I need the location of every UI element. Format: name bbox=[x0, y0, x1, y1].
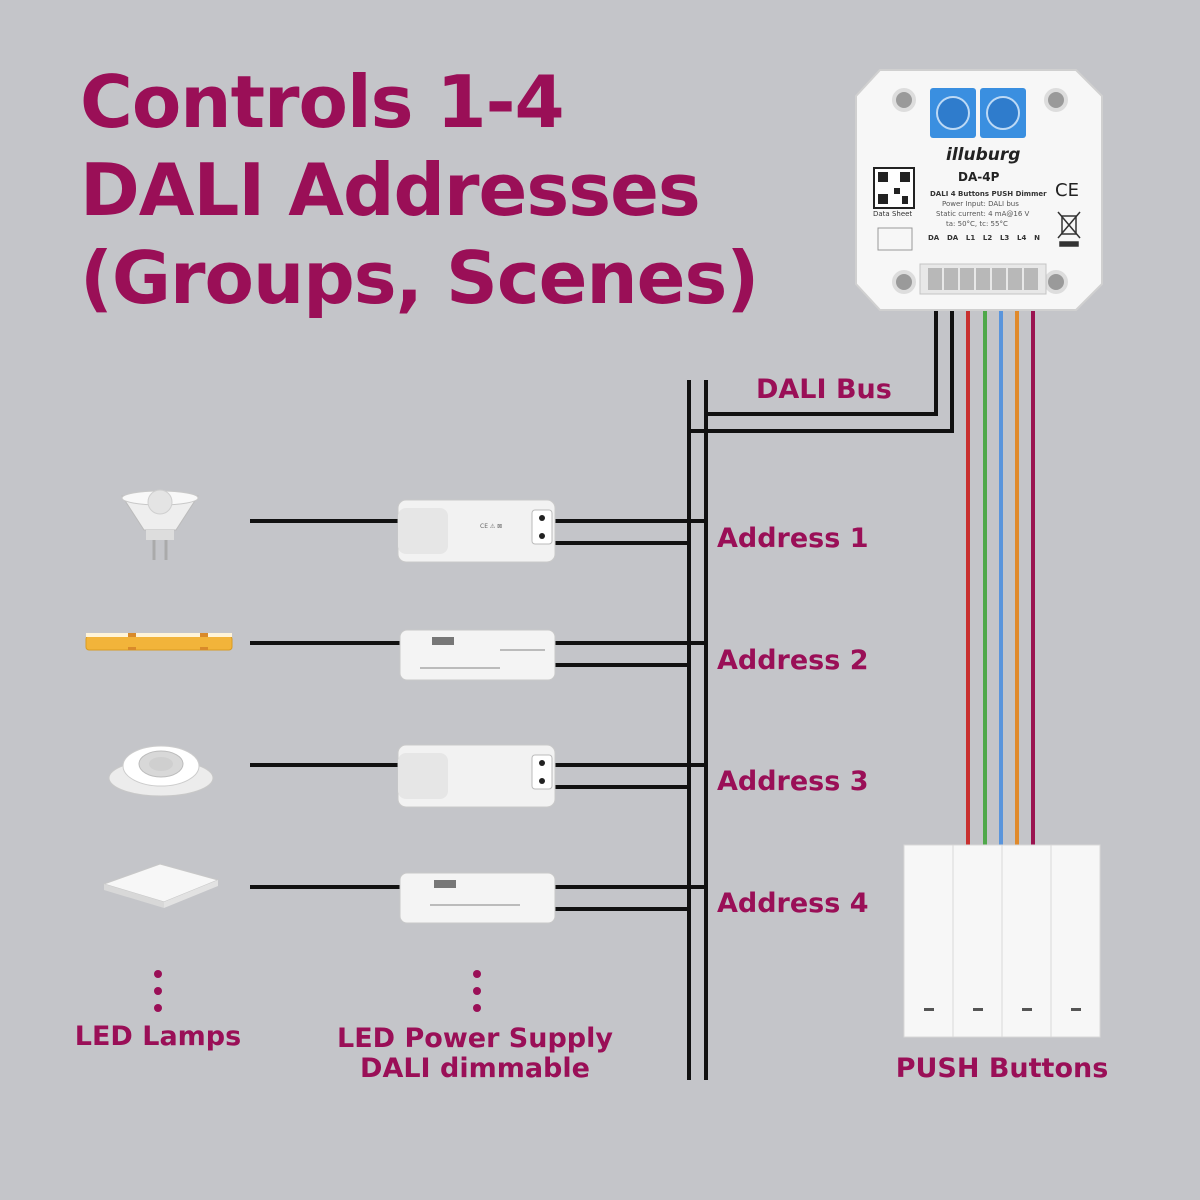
address-2-label: Address 2 bbox=[717, 645, 869, 676]
led-lamps-caption: LED Lamps bbox=[74, 1021, 242, 1052]
screw-hole-icon bbox=[1044, 88, 1068, 112]
module-temps: ta: 50°C, tc: 55°C bbox=[946, 220, 1008, 228]
address-1-label: Address 1 bbox=[717, 523, 869, 554]
module-model: DA-4P bbox=[958, 170, 1000, 184]
address-3-label: Address 3 bbox=[717, 766, 869, 797]
module-data-sheet: Data Sheet bbox=[873, 210, 913, 218]
address-4-label: Address 4 bbox=[717, 888, 869, 919]
psu-3 bbox=[397, 744, 556, 808]
downlight-icon bbox=[108, 745, 214, 797]
bus-wire-2 bbox=[689, 300, 954, 433]
push-button-2 bbox=[952, 844, 1003, 1038]
weee-bin-icon bbox=[1057, 211, 1081, 247]
psu-4 bbox=[399, 872, 556, 924]
dali-module-da4p bbox=[855, 69, 1103, 311]
screw-hole-icon bbox=[892, 270, 916, 294]
module-power-input: Power Input: DALI bus bbox=[942, 200, 1019, 208]
wire-spec-icon bbox=[877, 227, 913, 251]
psu-more-dots bbox=[473, 970, 481, 1012]
push-button-panel bbox=[903, 844, 1101, 1038]
lamps-more-dots bbox=[154, 970, 162, 1012]
screw-hole-icon bbox=[1044, 270, 1068, 294]
psu-bus-wires bbox=[555, 519, 706, 911]
psu-1: CE ⚠ ⊠ bbox=[397, 499, 556, 563]
svg-text:CE ⚠ ⊠: CE ⚠ ⊠ bbox=[480, 523, 502, 530]
psu-caption-line-2: DALI dimmable bbox=[360, 1053, 590, 1084]
title-line-1: Controls 1-4 bbox=[80, 60, 565, 144]
push-button-4 bbox=[1050, 844, 1101, 1038]
panel-light-icon bbox=[102, 863, 220, 908]
mr16-bulb-icon bbox=[121, 489, 199, 560]
psu-caption: LED Power Supply DALI dimmable bbox=[330, 1024, 620, 1084]
terminal-l4: L4 bbox=[1017, 234, 1027, 242]
terminal-da-2: DA bbox=[946, 234, 959, 242]
bus-wire-1 bbox=[706, 300, 938, 416]
terminal-l2: L2 bbox=[982, 234, 993, 242]
module-static-current: Static current: 4 mA@16 V bbox=[936, 210, 1030, 218]
push-button-3 bbox=[1001, 844, 1052, 1038]
screw-hole-icon bbox=[892, 88, 916, 112]
terminal-l1: L1 bbox=[965, 234, 976, 242]
terminal-da-1: DA bbox=[928, 234, 940, 242]
lamp-wires bbox=[250, 519, 400, 889]
led-strip-icon bbox=[85, 633, 233, 651]
terminal-l3: L3 bbox=[999, 234, 1010, 242]
psu-2 bbox=[399, 629, 556, 681]
terminal-n: N bbox=[1034, 234, 1040, 242]
title-line-2: DALI Addresses bbox=[80, 148, 701, 232]
ce-mark: CE bbox=[1055, 180, 1079, 201]
module-brand: illuburg bbox=[946, 145, 1021, 165]
psu-caption-line-1: LED Power Supply bbox=[337, 1023, 613, 1054]
push-button-1 bbox=[903, 844, 954, 1038]
terminal-labels: DA DA L1 L2 L3 L4 N bbox=[928, 234, 1040, 242]
page-title: Controls 1-4 DALI Addresses (Groups, Sce… bbox=[80, 58, 759, 322]
push-buttons-caption: PUSH Buttons bbox=[895, 1053, 1109, 1084]
title-line-3: (Groups, Scenes) bbox=[80, 236, 759, 320]
dali-bus-label: DALI Bus bbox=[756, 374, 892, 405]
module-description: DALI 4 Buttons PUSH Dimmer bbox=[930, 190, 1047, 198]
